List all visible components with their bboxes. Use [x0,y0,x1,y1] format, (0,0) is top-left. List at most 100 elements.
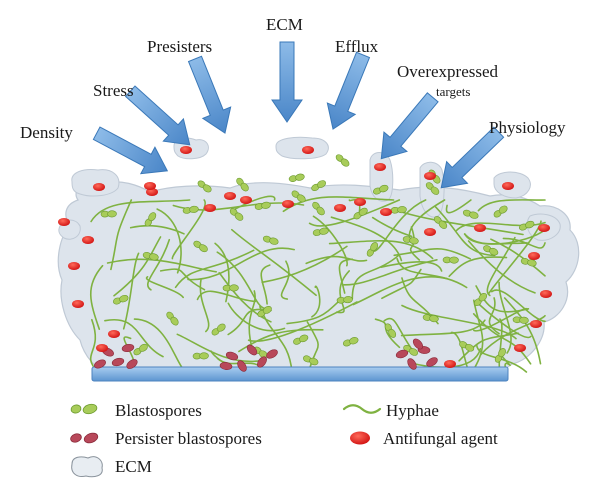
blastospore [459,341,475,352]
hypha [156,208,182,274]
hypha [174,249,255,289]
blastospore [373,184,389,195]
persister-blastospores-layer [94,338,438,372]
hypha [409,226,421,261]
hypha [475,285,530,313]
blastospore [229,208,244,221]
hypha [308,199,401,227]
legend-hyphae-icon [342,404,382,414]
legend-persister-label: Persister blastospores [115,429,262,448]
persister-blastospore [426,357,438,367]
hypha [330,216,403,262]
hypha [171,199,206,260]
blastospore [182,205,199,214]
hypha [491,289,546,323]
hypha [187,247,295,281]
presisters-arrow [180,52,240,140]
blastospore [133,343,148,356]
hypha [196,290,257,303]
substrate-surface [91,366,509,382]
antifungal-agent [380,208,392,216]
persister-blastospore [225,351,239,361]
hypha [311,285,321,318]
legend-blastospores-label: Blastospores [115,401,202,420]
hypha [248,290,256,354]
blastospore [262,235,279,245]
ecm-label: ECM [266,15,303,34]
persister-blastospore [94,359,106,369]
antifungal-agent [204,204,216,212]
hypha [227,302,286,332]
blastospore [519,220,535,231]
persister-blastospore [266,349,278,359]
legend-hyphae-label: Hyphae [386,401,439,420]
hypha [328,240,434,260]
hypha [218,272,272,323]
hypha [106,258,217,273]
antifungal-agent [96,344,108,352]
efflux-label: Efflux [335,37,379,56]
antifungal-agent [530,320,542,328]
hypha [371,216,413,238]
antifungal-agent [528,252,540,260]
persister-blastospore [412,338,424,350]
physiology-label: Physiology [489,118,566,137]
antifungal-agent [374,163,386,171]
antifungal-agent [424,228,436,236]
antifungal-agent [82,236,94,244]
blastospore [433,216,448,229]
blastospore [222,284,239,292]
hypha [467,240,536,294]
hypha [261,245,348,284]
blastospore [493,205,508,218]
ecm-arrow [271,41,303,123]
blastospore [462,209,479,219]
blastospore [312,227,329,236]
persister-blastospore [246,344,258,356]
hypha [227,308,272,336]
blastospore [311,180,327,192]
density-label: Density [20,123,73,142]
blastospore [144,212,157,227]
hypha [312,215,348,267]
persister-blastospore [126,359,138,369]
hypha [352,276,448,306]
blastospore [494,348,506,363]
hypha [401,304,517,340]
blastospore [192,352,209,360]
hypha [90,264,104,330]
blastospore [402,236,419,245]
legend-ecm-label: ECM [115,457,152,476]
blastospore [422,314,439,323]
antifungal-agent [334,204,346,212]
blastospore [336,296,353,304]
antifungal-agent [540,290,552,298]
hypha [486,236,516,297]
antifungal-agents-layer [58,146,552,368]
blastospore [293,334,309,345]
blastospore [193,240,208,253]
hypha [477,199,546,212]
hypha [402,211,524,236]
antifungal-agent [180,146,192,154]
persister-blastospore [407,358,417,370]
hypha [445,199,472,214]
hyphae-network [89,195,546,373]
hypha [351,254,400,300]
hypha [231,228,317,297]
antifungal-agent [282,200,294,208]
blastospore [112,294,129,305]
antifungal-agent [424,172,436,180]
antifungal-agent [93,183,105,191]
overexpressed-label: Overexpressed [397,62,499,81]
hypha [286,297,343,325]
antifungal-agent [240,196,252,204]
blastospore [288,173,305,182]
blastospore [303,355,319,366]
efflux-arrow [318,48,378,136]
persister-blastospore [237,360,247,372]
blastospore [257,305,272,318]
hypha [199,278,210,333]
antifungal-agent [502,182,514,190]
